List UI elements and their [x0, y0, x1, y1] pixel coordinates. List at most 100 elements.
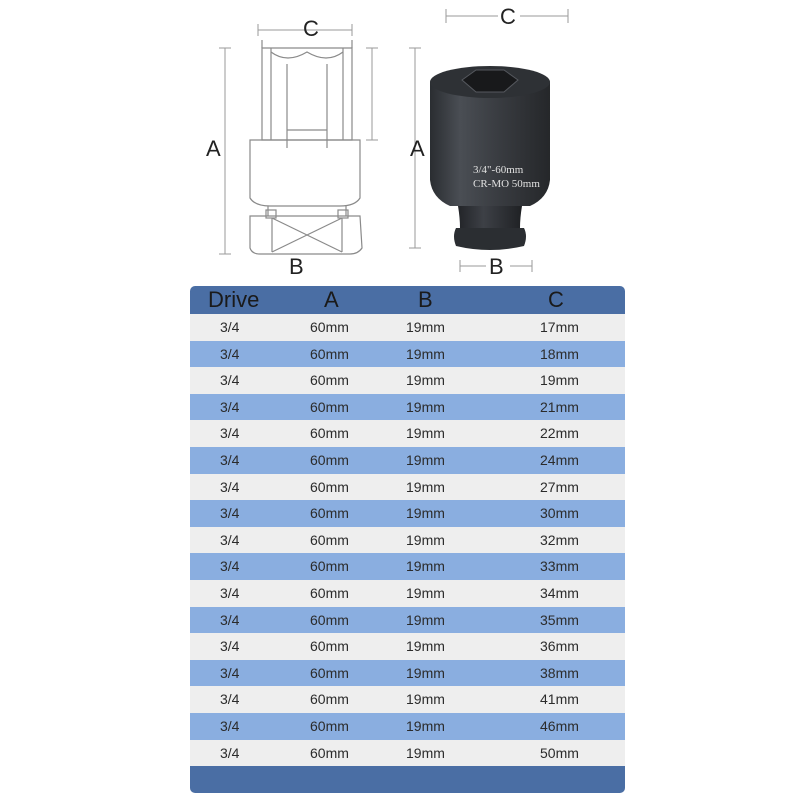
cell-drive: 3/4: [220, 664, 240, 681]
socket-dimension-diagram: C A B C A B 3/4"-60mm CR-MO 50mm: [0, 0, 800, 280]
cell-b: 19mm: [406, 531, 445, 548]
cell-drive: 3/4: [220, 398, 240, 415]
cell-b: 19mm: [406, 744, 445, 761]
cell-b: 19mm: [406, 452, 445, 468]
cell-drive: 3/4: [220, 744, 240, 761]
cell-drive: 3/4: [220, 345, 240, 362]
dimension-lines-left: [219, 24, 378, 255]
cell-a: 60mm: [310, 319, 349, 335]
cell-drive: 3/4: [220, 478, 240, 495]
cell-c: 38mm: [540, 664, 579, 681]
table-row: 3/4 60mm 19mm 46mm: [190, 713, 625, 740]
cell-b: 19mm: [406, 611, 445, 628]
socket-engraving-material: CR-MO 50mm: [473, 178, 540, 190]
table-row: 3/4 60mm 19mm 38mm: [190, 659, 625, 687]
cell-b: 19mm: [406, 718, 445, 734]
table-row: 3/4 60mm 19mm 27mm: [190, 473, 625, 501]
cell-c: 22mm: [540, 425, 579, 442]
cell-a: 60mm: [310, 531, 349, 548]
table-row: 3/4 60mm 19mm 22mm: [190, 420, 625, 447]
header-a: A: [324, 287, 339, 312]
dimension-lines-right: [409, 9, 569, 272]
cell-c: 36mm: [540, 638, 579, 655]
left-dimension-b-label: B: [289, 254, 304, 279]
cell-drive: 3/4: [220, 558, 240, 575]
cell-a: 60mm: [310, 478, 349, 495]
cell-c: 17mm: [540, 319, 579, 335]
header-c: C: [548, 287, 564, 312]
cell-b: 19mm: [406, 505, 445, 522]
right-dimension-c-label: C: [500, 4, 516, 29]
cell-c: 46mm: [540, 718, 579, 734]
table-header: Drive A B C: [190, 286, 625, 313]
cell-c: 50mm: [540, 744, 579, 761]
table-row: 3/4 60mm 19mm 17mm: [190, 314, 625, 341]
cell-drive: 3/4: [220, 718, 240, 734]
cell-a: 60mm: [310, 585, 349, 601]
cell-c: 32mm: [540, 531, 579, 548]
cell-c: 41mm: [540, 691, 579, 708]
table-row: 3/4 60mm 19mm 24mm: [190, 447, 625, 474]
line-drawing-socket: [249, 40, 363, 255]
cell-c: 19mm: [540, 372, 579, 389]
left-dimension-a-label: A: [206, 136, 221, 161]
cell-drive: 3/4: [220, 638, 240, 655]
cell-drive: 3/4: [220, 585, 240, 601]
cell-a: 60mm: [310, 744, 349, 761]
cell-c: 35mm: [540, 611, 579, 628]
table-row: 3/4 60mm 19mm 32mm: [190, 526, 625, 554]
cell-a: 60mm: [310, 345, 349, 362]
right-dimension-b-label: B: [489, 254, 504, 279]
table-row: 3/4 60mm 19mm 41mm: [190, 686, 625, 713]
cell-drive: 3/4: [220, 611, 240, 628]
cell-b: 19mm: [406, 478, 445, 495]
cell-a: 60mm: [310, 558, 349, 575]
cell-b: 19mm: [406, 691, 445, 708]
table-row: 3/4 60mm 19mm 50mm: [190, 739, 625, 767]
cell-c: 24mm: [540, 452, 579, 468]
cell-a: 60mm: [310, 638, 349, 655]
cell-drive: 3/4: [220, 691, 240, 708]
cell-a: 60mm: [310, 425, 349, 442]
cell-b: 19mm: [406, 664, 445, 681]
table-footer-bar: [190, 763, 625, 793]
socket-engraving-size: 3/4"-60mm: [473, 164, 524, 176]
cell-drive: 3/4: [220, 372, 240, 389]
cell-c: 27mm: [540, 478, 579, 495]
cell-drive: 3/4: [220, 452, 240, 468]
header-b: B: [418, 287, 433, 312]
cell-a: 60mm: [310, 505, 349, 522]
table-row: 3/4 60mm 19mm 21mm: [190, 393, 625, 421]
table-row: 3/4 60mm 19mm 36mm: [190, 633, 625, 660]
diagram-svg: [219, 9, 569, 272]
cell-b: 19mm: [406, 398, 445, 415]
cell-c: 34mm: [540, 585, 579, 601]
cell-b: 19mm: [406, 638, 445, 655]
cell-c: 30mm: [540, 505, 579, 522]
cell-drive: 3/4: [220, 319, 240, 335]
cell-drive: 3/4: [220, 531, 240, 548]
header-drive: Drive: [208, 287, 260, 312]
cell-a: 60mm: [310, 718, 349, 734]
right-dimension-a-label: A: [410, 136, 425, 161]
table-row: 3/4 60mm 19mm 34mm: [190, 580, 625, 607]
cell-a: 60mm: [310, 452, 349, 468]
left-dimension-c-label: C: [303, 16, 319, 41]
cell-b: 19mm: [406, 319, 445, 335]
cell-c: 21mm: [540, 398, 579, 415]
cell-drive: 3/4: [220, 425, 240, 442]
cell-c: 18mm: [540, 345, 579, 362]
cell-a: 60mm: [310, 398, 349, 415]
cell-b: 19mm: [406, 425, 445, 442]
cell-b: 19mm: [406, 558, 445, 575]
table-row: 3/4 60mm 19mm 19mm: [190, 367, 625, 394]
cell-b: 19mm: [406, 585, 445, 601]
socket-photo: [430, 66, 550, 250]
cell-b: 19mm: [406, 372, 445, 389]
cell-a: 60mm: [310, 691, 349, 708]
cell-a: 60mm: [310, 664, 349, 681]
cell-a: 60mm: [310, 372, 349, 389]
